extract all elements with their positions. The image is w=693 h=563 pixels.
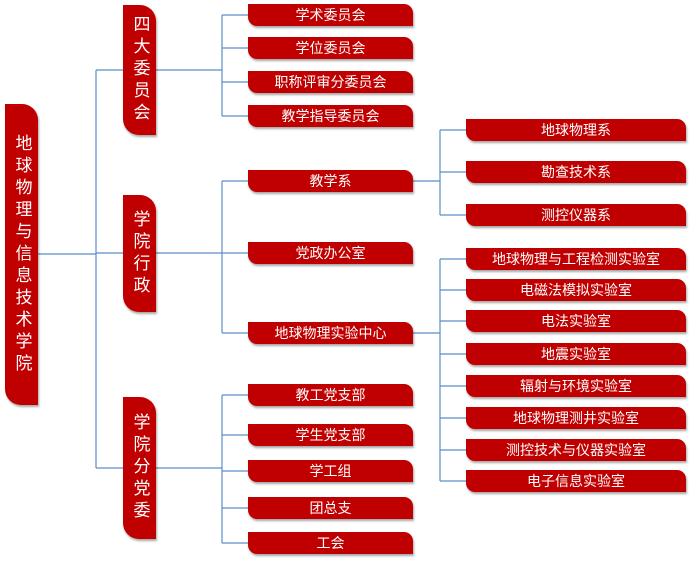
lab-center-node: 地球物理实验中心	[248, 322, 413, 344]
committee-item-academic: 学术委员会	[248, 4, 413, 26]
youth-league-branch: 团总支	[248, 497, 413, 519]
department-geophysics: 地球物理系	[466, 119, 686, 141]
lab-item: 电法实验室	[466, 310, 686, 332]
lab-item: 电磁法模拟实验室	[466, 279, 686, 301]
lab-item: 地震实验室	[466, 343, 686, 365]
lab-item: 辐射与环境实验室	[466, 375, 686, 397]
committee-item-teaching-guidance: 教学指导委员会	[248, 105, 413, 127]
department-exploration: 勘查技术系	[466, 161, 686, 183]
party-office-node: 党政办公室	[248, 242, 413, 264]
lab-item: 电子信息实验室	[466, 470, 686, 492]
lab-item: 地球物理测井实验室	[466, 407, 686, 429]
committee-item-title-review: 职称评审分委员会	[248, 71, 413, 93]
lab-item: 地球物理与工程检测实验室	[466, 248, 686, 270]
party-branch-faculty: 教工党支部	[248, 384, 413, 406]
department-instruments: 测控仪器系	[466, 204, 686, 226]
admin-node: 学院行政	[123, 195, 156, 312]
labor-union: 工会	[248, 532, 413, 554]
teaching-department-node: 教学系	[248, 170, 413, 192]
committee-node: 四大委员会	[123, 5, 156, 135]
root-node: 地球物理与信息技术学院	[5, 104, 38, 405]
party-committee-node: 学院分党委	[123, 397, 156, 539]
student-work-group: 学工组	[248, 460, 413, 482]
lab-item: 测控技术与仪器实验室	[466, 439, 686, 461]
committee-item-degree: 学位委员会	[248, 37, 413, 59]
party-branch-student: 学生党支部	[248, 424, 413, 446]
